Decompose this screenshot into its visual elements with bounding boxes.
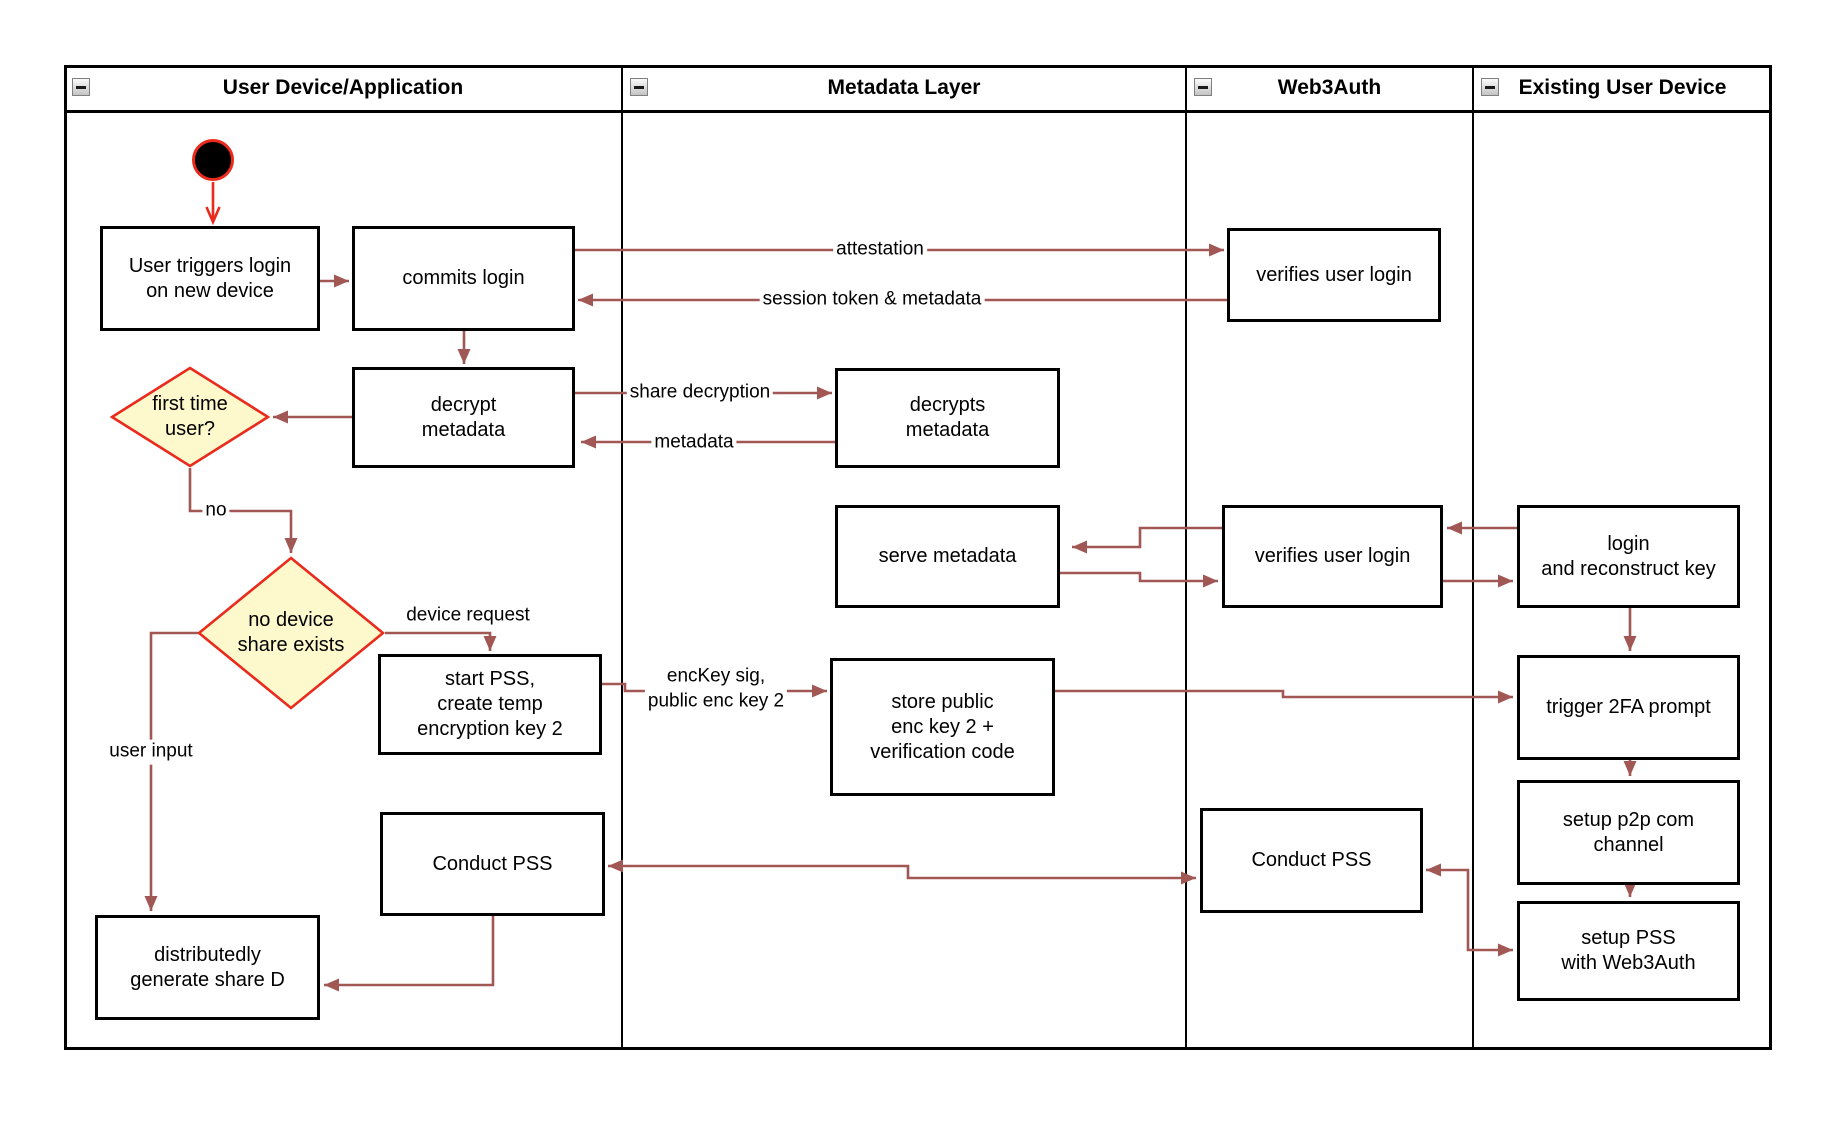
edge-2fa-to-p2p	[1623, 760, 1637, 776]
edge-commits-to-decrypt	[457, 331, 471, 364]
diamond-shape	[196, 556, 386, 710]
node-label-line: Conduct PSS	[1251, 849, 1372, 871]
edge-label-metadata: metadata	[651, 430, 737, 456]
node-label-line: login	[1607, 532, 1650, 555]
activity-verifies-user-login-2[interactable]: verifies user login	[1222, 505, 1443, 608]
edge-conduct-pss-link	[608, 859, 1196, 885]
edge-label-share-decryption: share decryption	[626, 380, 774, 406]
node-label-line: verifies user login	[1254, 545, 1411, 567]
lane-title: Existing User Device	[1518, 75, 1727, 99]
node-label-line: start PSS,	[444, 668, 536, 690]
activity-setup-pss-web3auth[interactable]: setup PSS with Web3Auth	[1517, 901, 1740, 1001]
node-label-line: metadata	[905, 419, 990, 441]
node-label-line: User triggers login	[128, 254, 292, 277]
node-label-line: and reconstruct key	[1541, 557, 1716, 580]
lane-divider	[1185, 65, 1187, 1050]
node-label-line: on new device	[146, 279, 274, 302]
minus-icon	[1485, 85, 1495, 89]
node-label-line: distributedly	[154, 943, 261, 966]
node-label-line: setup p2p com	[1562, 808, 1695, 831]
diamond-shape	[109, 366, 271, 468]
activity-decrypts-metadata[interactable]: decrypts metadata	[835, 368, 1060, 468]
minus-icon	[634, 85, 644, 89]
node-label-line: decrypts	[909, 394, 986, 416]
edge-label-attestation: attestation	[833, 237, 927, 263]
node-label-line: store public	[891, 690, 994, 713]
edge-label-device-request: device request	[403, 603, 533, 629]
edge-label-no: no	[202, 498, 230, 524]
node-label-line: decrypt	[430, 393, 497, 416]
lane-divider	[621, 65, 623, 1050]
collapse-lane-button[interactable]	[1481, 78, 1499, 96]
lane-header-existing-user-device: Existing User Device	[1473, 65, 1772, 110]
header-separator	[64, 110, 1772, 113]
node-label-line: setup PSS	[1581, 927, 1676, 949]
minus-icon	[76, 85, 86, 89]
activity-verifies-user-login-1[interactable]: verifies user login	[1227, 228, 1441, 322]
edge-start	[205, 182, 221, 226]
edge-serve-to-verifies2	[1060, 571, 1218, 588]
edge-conductl-to-shared	[324, 916, 495, 992]
edge-device-request	[385, 631, 497, 651]
node-label-line: channel	[1593, 833, 1664, 856]
edge-label-session-token: session token & metadata	[759, 287, 985, 313]
activity-conduct-pss-left[interactable]: Conduct PSS	[380, 812, 605, 916]
edge-verifies2-to-serve	[1072, 526, 1222, 554]
edge-triggers-to-commits	[320, 274, 349, 288]
activity-serve-metadata[interactable]: serve metadata	[835, 505, 1060, 608]
edge-label-enckey-sig: encKey sig,public enc key 2	[644, 664, 788, 714]
lane-divider	[1472, 65, 1474, 1050]
node-label-line: trigger 2FA prompt	[1546, 696, 1711, 718]
collapse-lane-button[interactable]	[1194, 78, 1212, 96]
lane-header-web3auth: Web3Auth	[1186, 65, 1473, 110]
activity-start-pss[interactable]: start PSS, create temp encryption key 2	[378, 654, 602, 755]
lane-title: Web3Auth	[1277, 75, 1382, 99]
collapse-lane-button[interactable]	[630, 78, 648, 96]
activity-commits-login[interactable]: commits login	[352, 226, 575, 331]
edge-login-to-verifies2	[1447, 521, 1517, 535]
node-label-line: serve metadata	[878, 545, 1017, 567]
edge-setuppss-conductr	[1426, 863, 1513, 957]
edge-decrypt-to-firsttime	[273, 410, 352, 424]
lane-header-metadata-layer: Metadata Layer	[622, 65, 1186, 110]
node-label-line: generate share D	[130, 968, 285, 991]
edge-verifies2-to-login	[1443, 574, 1513, 588]
node-label-line: commits login	[402, 267, 525, 289]
node-label-line: create temp	[437, 693, 543, 715]
minus-icon	[1198, 85, 1208, 89]
activity-trigger-2fa-prompt[interactable]: trigger 2FA prompt	[1517, 655, 1740, 760]
node-label-line: verification code	[870, 740, 1015, 763]
start-node[interactable]	[192, 139, 234, 181]
collapse-lane-button[interactable]	[72, 78, 90, 96]
node-label-line: encryption key 2	[417, 718, 563, 740]
lane-title: User Device/Application	[222, 75, 464, 99]
edge-login-to-2fa	[1623, 608, 1637, 651]
lane-title: Metadata Layer	[827, 75, 981, 99]
edge-no-branch	[188, 468, 298, 553]
node-label-line: with Web3Auth	[1561, 952, 1696, 974]
edge-p2p-to-setuppss	[1623, 882, 1637, 897]
node-label-line: verifies user login	[1256, 263, 1412, 286]
node-label-line: Conduct PSS	[432, 852, 553, 875]
edge-user-input	[144, 631, 198, 911]
lane-header-user-device-application: User Device/Application	[64, 65, 622, 110]
node-label-line: enc key 2 +	[891, 715, 994, 738]
edge-label-user-input: user input	[106, 739, 196, 765]
node-label-line: metadata	[421, 418, 506, 441]
edge-store-to-2fa	[1055, 689, 1513, 704]
activity-conduct-pss-right[interactable]: Conduct PSS	[1200, 808, 1423, 913]
